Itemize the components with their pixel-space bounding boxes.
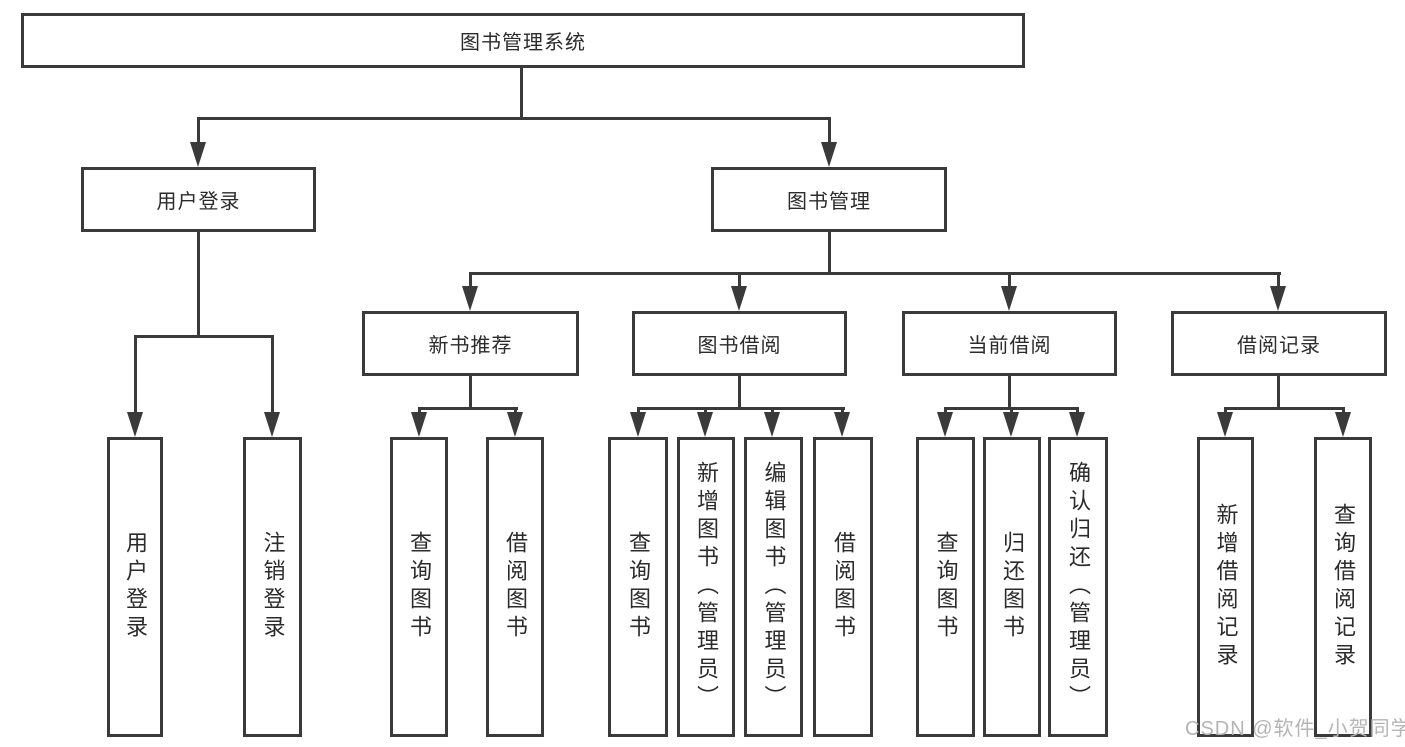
connector-level3-drop	[469, 272, 472, 290]
arrow-down-icon	[821, 142, 837, 167]
leaf-br-add-record: 新增借阅记录	[1197, 437, 1254, 737]
arrow-down-icon	[1270, 286, 1286, 311]
arrow-down-icon	[630, 412, 646, 437]
node-book-mgmt: 图书管理	[711, 167, 947, 232]
connector-leaf-drop	[637, 407, 640, 415]
connector-leaf-drop	[418, 407, 421, 415]
leaf-bb-borrow-books-label: 借阅图书	[831, 531, 856, 643]
connector-leaf-drop	[944, 407, 947, 415]
leaf-nbr-borrow-books: 借阅图书	[486, 437, 544, 737]
connector-current-borrow-stem	[1008, 376, 1011, 407]
leaf-bb-edit-books-admin: 编辑图书（管理员）	[744, 437, 803, 737]
connector-book-mgmt-stem	[828, 232, 831, 272]
connector-book-borrow-stem	[738, 376, 741, 407]
connector-book-mgmt-drop	[828, 117, 831, 147]
connector-user-login-rail	[134, 335, 274, 338]
leaf-bb-query-books-label: 查询图书	[626, 531, 651, 643]
leaf-cb-return-books: 归还图书	[983, 437, 1041, 737]
leaf-cb-confirm-return-admin: 确认归还（管理员）	[1048, 437, 1108, 737]
connector-borrow-record-stem	[1277, 376, 1280, 407]
leaf-br-add-record-label: 新增借阅记录	[1213, 503, 1239, 671]
arrow-down-icon	[731, 286, 747, 311]
connector-root-stem	[520, 68, 523, 117]
node-book-mgmt-label: 图书管理	[787, 191, 871, 213]
arrow-down-icon	[462, 286, 478, 311]
leaf-cb-return-books-label: 归还图书	[1000, 531, 1025, 643]
node-book-borrow-label: 图书借阅	[697, 335, 782, 357]
arrow-down-icon	[937, 412, 953, 437]
arrow-down-icon	[411, 412, 427, 437]
arrow-down-icon	[764, 412, 780, 437]
node-user-login: 用户登录	[81, 167, 316, 232]
arrow-down-icon	[264, 412, 280, 437]
leaf-bb-add-books-admin-label: 新增图书（管理员）	[694, 461, 719, 713]
node-root-label: 图书管理系统	[460, 32, 586, 54]
node-borrow-record-label: 借阅记录	[1237, 335, 1321, 357]
connector-new-book-rec-stem	[469, 376, 472, 407]
node-current-borrow-label: 当前借阅	[967, 335, 1052, 357]
arrow-down-icon	[190, 142, 206, 167]
arrow-down-icon	[507, 412, 523, 437]
connector-leaf-drop	[841, 407, 844, 415]
connector-borrow-record-rail	[1224, 407, 1345, 410]
leaf-cb-query-books: 查询图书	[916, 437, 975, 737]
connector-book-borrow-rail	[637, 407, 845, 410]
connector-leaf-drop	[134, 335, 137, 413]
arrow-down-icon	[697, 412, 713, 437]
connector-level3-drop	[1008, 272, 1011, 290]
leaf-bb-query-books: 查询图书	[608, 437, 668, 737]
connector-root-rail	[197, 117, 831, 120]
connector-level3-drop	[738, 272, 741, 290]
connector-leaf-drop	[271, 335, 274, 413]
node-root: 图书管理系统	[21, 13, 1025, 68]
arrow-down-icon	[834, 412, 850, 437]
connector-leaf-drop	[1224, 407, 1227, 415]
leaf-cb-query-books-label: 查询图书	[933, 531, 959, 643]
node-current-borrow: 当前借阅	[902, 311, 1117, 376]
leaf-user-login: 用户登录	[107, 437, 163, 737]
leaf-cb-confirm-return-admin-label: 确认归还（管理员）	[1066, 461, 1091, 713]
connector-user-login-drop	[197, 117, 200, 147]
connector-new-book-rec-rail	[418, 407, 518, 410]
csdn-watermark: CSDN @软件_小贺同学	[1185, 718, 1405, 740]
arrow-down-icon	[127, 412, 143, 437]
node-new-book-rec-label: 新书推荐	[428, 335, 513, 357]
connector-user-login-stem	[197, 232, 200, 335]
leaf-user-login-label: 用户登录	[123, 531, 148, 643]
leaf-logout-label: 注销登录	[260, 531, 286, 643]
leaf-bb-edit-books-admin-label: 编辑图书（管理员）	[761, 461, 787, 713]
connector-level3-drop	[1277, 272, 1280, 290]
connector-leaf-drop	[704, 407, 707, 415]
leaf-br-query-record-label: 查询借阅记录	[1331, 503, 1356, 671]
connector-leaf-drop	[1342, 407, 1345, 415]
leaf-nbr-query-books: 查询图书	[390, 437, 448, 737]
connector-leaf-drop	[771, 407, 774, 415]
arrow-down-icon	[1001, 286, 1017, 311]
arrow-down-icon	[1069, 412, 1085, 437]
arrow-down-icon	[1003, 412, 1019, 437]
node-user-login-label: 用户登录	[156, 191, 241, 213]
node-new-book-rec: 新书推荐	[362, 311, 579, 376]
leaf-logout: 注销登录	[243, 437, 302, 737]
arrow-down-icon	[1335, 412, 1351, 437]
connector-book-mgmt-rail	[469, 272, 1281, 275]
connector-leaf-drop	[1010, 407, 1013, 415]
leaf-bb-add-books-admin: 新增图书（管理员）	[677, 437, 735, 737]
leaf-bb-borrow-books: 借阅图书	[813, 437, 873, 737]
leaf-nbr-borrow-books-label: 借阅图书	[503, 531, 528, 643]
arrow-down-icon	[1217, 412, 1233, 437]
leaf-br-query-record: 查询借阅记录	[1314, 437, 1372, 737]
node-book-borrow: 图书借阅	[632, 311, 847, 376]
connector-leaf-drop	[514, 407, 517, 415]
leaf-nbr-query-books-label: 查询图书	[407, 531, 432, 643]
connector-leaf-drop	[1076, 407, 1079, 415]
node-borrow-record: 借阅记录	[1171, 311, 1387, 376]
